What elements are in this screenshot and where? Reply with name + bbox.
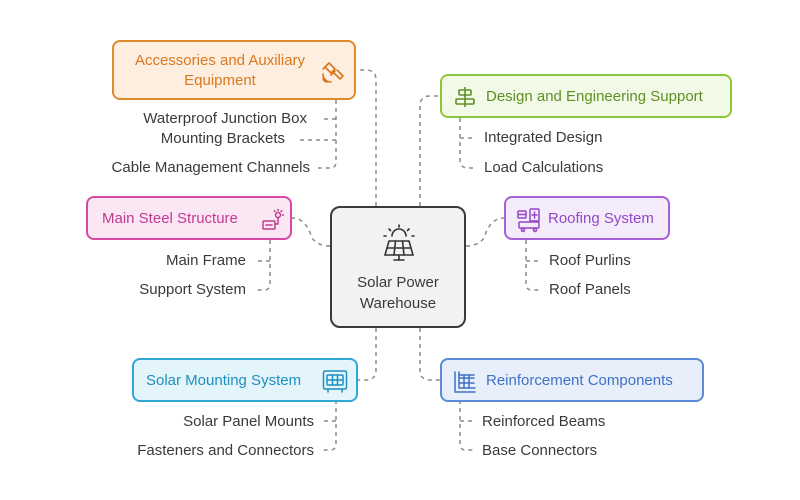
roof-building-icon <box>517 208 540 233</box>
solar-panel-icon <box>383 224 415 261</box>
branch-reinforcement-title: Reinforcement Components <box>486 372 673 389</box>
bracket-design <box>459 118 476 169</box>
mounting-item-1: Solar Panel Mounts <box>183 413 314 430</box>
accessories-item-3: Cable Management Channels <box>111 159 310 176</box>
connector-steel <box>291 217 331 247</box>
roofing-item-1: Roof Purlins <box>549 252 631 269</box>
connector-reinforcement <box>419 328 440 381</box>
bracket-mounting <box>322 400 337 451</box>
grid-frame-icon <box>454 371 476 393</box>
roofing-item-2: Roof Panels <box>549 281 631 298</box>
align-center-icon <box>455 87 475 107</box>
branch-roofing-node[interactable]: Roofing System <box>504 196 670 240</box>
design-item-1: Integrated Design <box>484 129 603 146</box>
satellite-dish-icon <box>322 62 344 83</box>
accessories-item-1: Waterproof Junction Box <box>143 110 307 127</box>
branch-roofing-title: Roofing System <box>548 210 654 227</box>
branch-accessories-title: Accessories and Auxiliary Equipment <box>134 52 306 89</box>
bracket-roofing <box>525 240 540 291</box>
branch-design-node[interactable]: Design and Engineering Support <box>440 74 732 118</box>
bracket-reinforcement <box>459 400 474 451</box>
reinforcement-item-1: Reinforced Beams <box>482 413 606 430</box>
steel-item-2: Support System <box>139 281 246 298</box>
connector-accessories <box>358 69 377 206</box>
accessories-item-2: Mounting Brackets <box>160 130 285 147</box>
branch-steel-title: Main Steel Structure <box>102 210 238 227</box>
bracket-steel <box>256 240 271 291</box>
central-topic-node[interactable]: Solar Power Warehouse <box>330 206 466 328</box>
design-item-2: Load Calculations <box>484 159 604 176</box>
branch-mounting-title: Solar Mounting System <box>146 372 302 389</box>
branch-steel-node[interactable]: Main Steel Structure <box>86 196 292 240</box>
reinforcement-item-2: Base Connectors <box>482 442 598 459</box>
branch-mounting-node[interactable]: Solar Mounting System <box>132 358 358 402</box>
branch-reinforcement-node[interactable]: Reinforcement Components <box>440 358 704 402</box>
solar-device-icon <box>262 208 284 230</box>
connector-roofing <box>465 217 505 247</box>
central-topic-title: Solar Power Warehouse <box>357 274 439 312</box>
connector-design <box>419 95 440 206</box>
branch-design-title: Design and Engineering Support <box>486 88 703 105</box>
connector-mounting <box>358 328 377 381</box>
mounting-frame-icon <box>322 370 348 393</box>
bracket-accessories <box>300 100 337 169</box>
mounting-item-2: Fasteners and Connectors <box>137 442 314 459</box>
steel-item-1: Main Frame <box>165 252 246 269</box>
branch-accessories-node[interactable]: Accessories and Auxiliary Equipment <box>112 40 356 100</box>
